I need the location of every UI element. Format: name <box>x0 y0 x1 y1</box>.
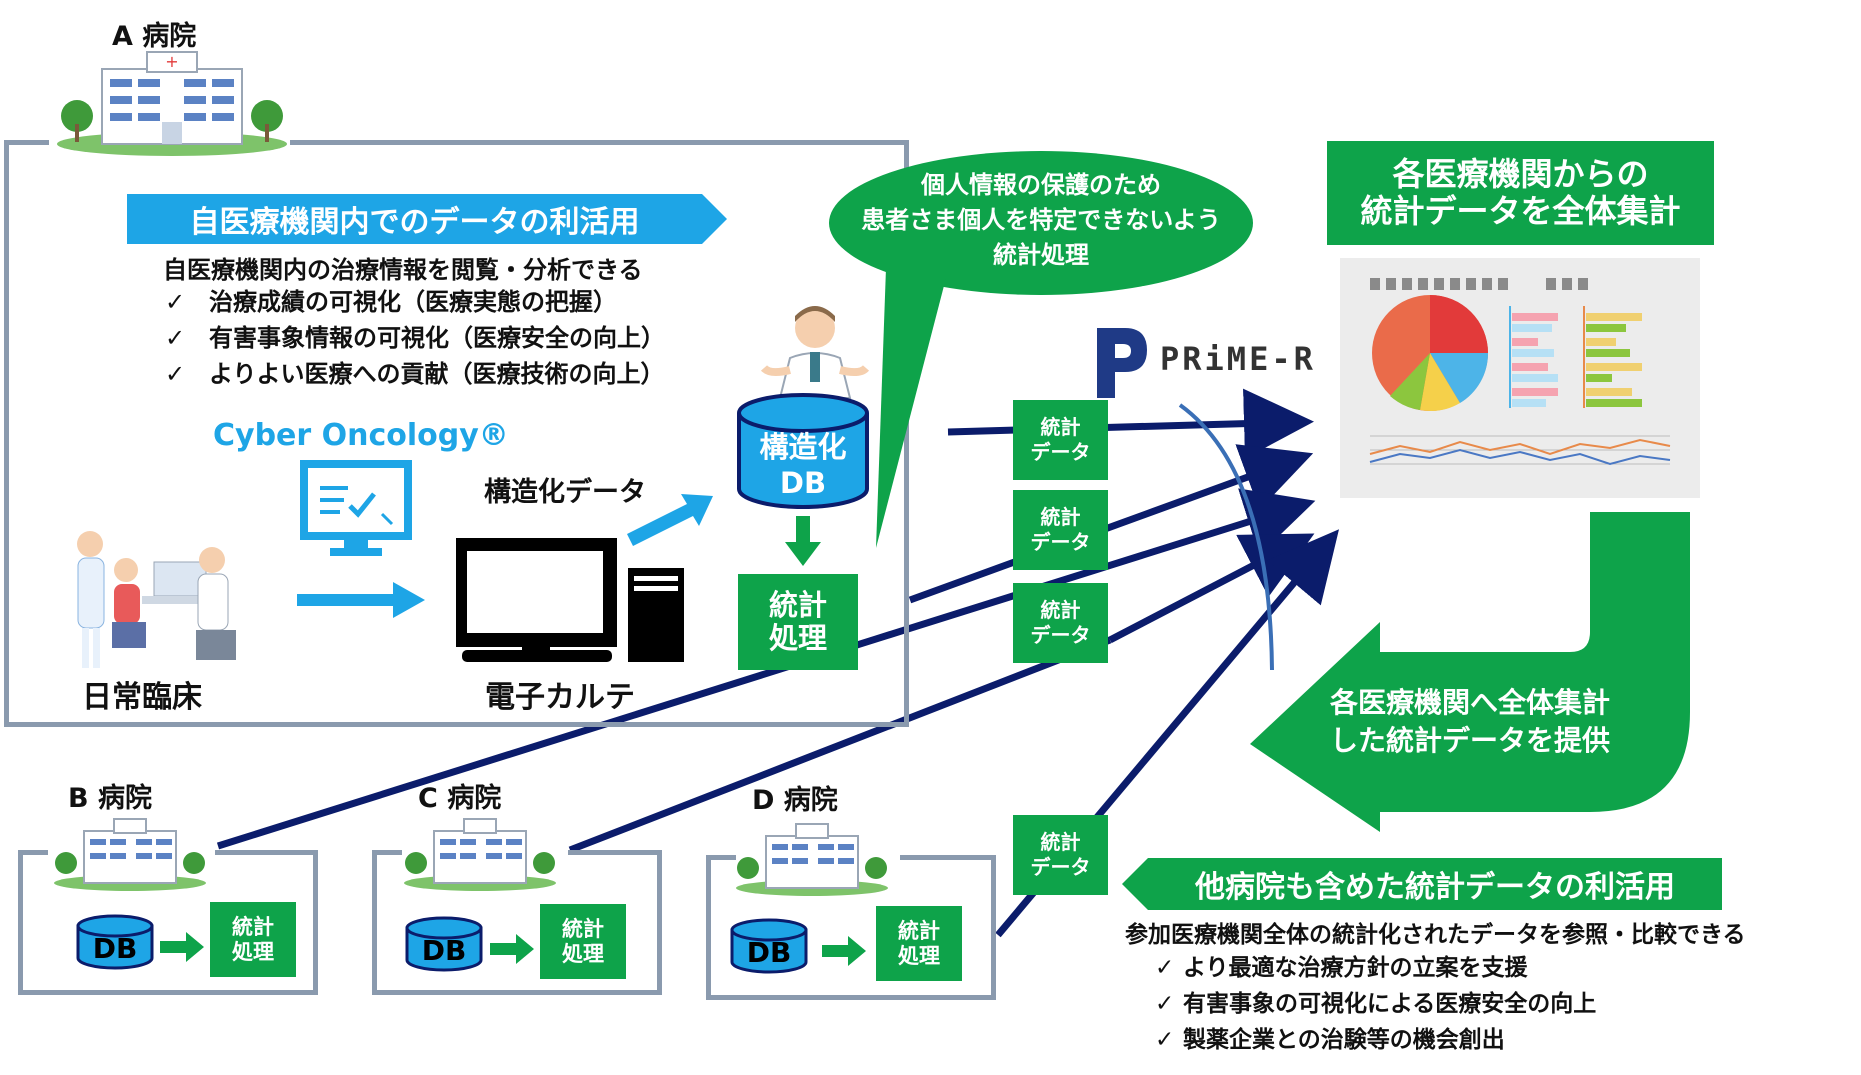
return-arrow-text-2: した統計データを提供 <box>1329 723 1610 757</box>
internal-use-bullets: ✓治療成績の可視化（医療実態の把握） ✓有害事象情報の可視化（医療安全の向上） … <box>165 290 665 398</box>
frame-c-top-right <box>568 850 657 855</box>
hospital-a-building-icon: + <box>52 44 292 156</box>
hospital-d-frame <box>706 855 996 1000</box>
structured-db-text-1: 構造化 <box>759 430 847 464</box>
hospital-b-db-text: DB <box>92 932 138 965</box>
privacy-speech-bubble: 個人情報の保護のため 患者さま個人を特定できないよう 統計処理 <box>826 148 1256 588</box>
external-bullet-3: ✓製薬企業との治験等の機会創出 <box>1155 1029 1596 1065</box>
structured-data-label: 構造化データ <box>484 477 646 508</box>
hospital-b-stat-process: 統計処理 <box>210 902 296 977</box>
internal-use-banner-text: 自医療機関内でのデータの利活用 <box>189 205 640 240</box>
line-a-to-prime <box>947 388 1314 459</box>
cyber-oncology-label: Cyber Oncology® <box>213 418 509 453</box>
return-arrow-text-1: 各医療機関へ全体集計 <box>1329 686 1610 719</box>
hospital-c-stat-process: 統計処理 <box>540 904 626 979</box>
hospital-c-frame <box>372 850 662 995</box>
external-bullet-2: ✓有害事象の可視化による医療安全の向上 <box>1155 993 1596 1029</box>
hospital-d-arrow <box>822 936 866 966</box>
privacy-text-1: 個人情報の保護のため <box>921 171 1161 199</box>
stat-process-a: 統計 処理 <box>738 574 858 670</box>
check-icon: ✓ <box>165 360 186 388</box>
frame-a-top-right <box>290 140 904 145</box>
emr-to-db-arrow <box>625 490 715 550</box>
daily-clinic-illustration <box>62 522 262 672</box>
hospital-d-stat-process: 統計処理 <box>876 906 962 981</box>
hospital-c-arrow <box>490 934 534 964</box>
stat-data-tag-3: 統計データ <box>1013 583 1108 663</box>
external-bullet-1: ✓より最適な治療方針の立案を支援 <box>1155 957 1596 993</box>
hospital-c-label: C 病院 <box>418 783 502 814</box>
aggregate-title-1: 各医療機関からの <box>1392 155 1649 194</box>
frame-b-top-right <box>215 850 313 855</box>
stat-process-a-line2: 処理 <box>768 621 827 655</box>
external-use-banner-text: 他病院も含めた統計データの利活用 <box>1195 870 1675 905</box>
aggregate-title-2: 統計データを全体集計 <box>1360 192 1681 230</box>
hospital-c-db-text: DB <box>421 934 467 967</box>
return-arrow: 各医療機関へ全体集計 した統計データを提供 <box>1250 512 1700 832</box>
emr-computer-icon <box>453 537 688 664</box>
structured-db-text-2: DB <box>779 466 827 501</box>
hospital-d-db-cylinder: DB <box>728 918 810 974</box>
external-use-banner: 他病院も含めた統計データの利活用 <box>1122 858 1722 910</box>
internal-bullet-3: ✓よりよい医療への貢献（医療技術の向上） <box>165 362 665 398</box>
hospital-d-label: D 病院 <box>752 785 838 816</box>
frame-c-top-left <box>372 850 402 855</box>
dashboard-illustration <box>1340 258 1700 498</box>
hospital-b-arrow <box>160 932 204 962</box>
emr-label: 電子カルテ <box>485 680 635 715</box>
hospital-b-label: B 病院 <box>68 783 152 814</box>
hospital-d-building-icon <box>732 820 892 896</box>
external-use-intro: 参加医療機関全体の統計化されたデータを参照・比較できる <box>1125 922 1746 948</box>
prime-curve <box>1178 403 1274 671</box>
frame-b-top-left <box>18 850 48 855</box>
frame-d-top-right <box>900 855 991 860</box>
internal-use-intro: 自医療機関内の治療情報を閲覧・分析できる <box>163 256 643 284</box>
internal-use-banner: 自医療機関内でのデータの利活用 <box>127 194 727 244</box>
hospital-a-label: A 病院 <box>112 21 197 52</box>
line-c-to-prime <box>568 636 1112 854</box>
frame-d-top-left <box>706 855 736 860</box>
external-use-bullets: ✓より最適な治療方針の立案を支援 ✓有害事象の可視化による医療安全の向上 ✓製薬… <box>1155 957 1596 1065</box>
privacy-text-3: 統計処理 <box>993 240 1089 269</box>
daily-clinic-label: 日常臨床 <box>82 680 202 715</box>
hospital-d-db-text: DB <box>746 936 792 969</box>
prime-r-label: PRiME-R <box>1160 340 1316 378</box>
internal-bullet-1: ✓治療成績の可視化（医療実態の把握） <box>165 290 665 326</box>
svg-text:+: + <box>165 52 178 71</box>
frame-a-top-left <box>4 140 49 145</box>
hospital-c-db-cylinder: DB <box>403 916 485 972</box>
hospital-a-frame <box>4 140 909 727</box>
hospital-c-building-icon <box>400 815 560 891</box>
stat-process-a-line1: 統計 <box>768 587 827 622</box>
check-icon: ✓ <box>165 324 186 352</box>
stat-data-tag-2: 統計データ <box>1013 490 1108 570</box>
stat-data-tag-4: 統計データ <box>1013 815 1108 895</box>
check-icon: ✓ <box>165 288 186 316</box>
check-icon: ✓ <box>1155 955 1175 981</box>
privacy-text-2: 患者さま個人を特定できないよう <box>861 205 1221 234</box>
aggregate-title: 各医療機関からの 統計データを全体集計 <box>1327 141 1714 245</box>
clinic-to-emr-arrow <box>297 582 425 618</box>
monitor-check-icon <box>300 460 412 560</box>
internal-bullet-2: ✓有害事象情報の可視化（医療安全の向上） <box>165 326 665 362</box>
stat-data-tag-1: 統計データ <box>1013 400 1108 480</box>
db-to-stat-arrow <box>785 516 821 566</box>
prime-r-logo-icon <box>1093 322 1149 402</box>
check-icon: ✓ <box>1155 991 1175 1017</box>
check-icon: ✓ <box>1155 1027 1175 1053</box>
hospital-b-frame <box>18 850 318 995</box>
hospital-b-building-icon <box>50 815 210 891</box>
hospital-b-db-cylinder: DB <box>74 914 156 970</box>
line-b-to-prime <box>216 488 1316 850</box>
structured-db-cylinder: 構造化 DB <box>733 393 873 513</box>
doctor-icon <box>760 300 870 400</box>
